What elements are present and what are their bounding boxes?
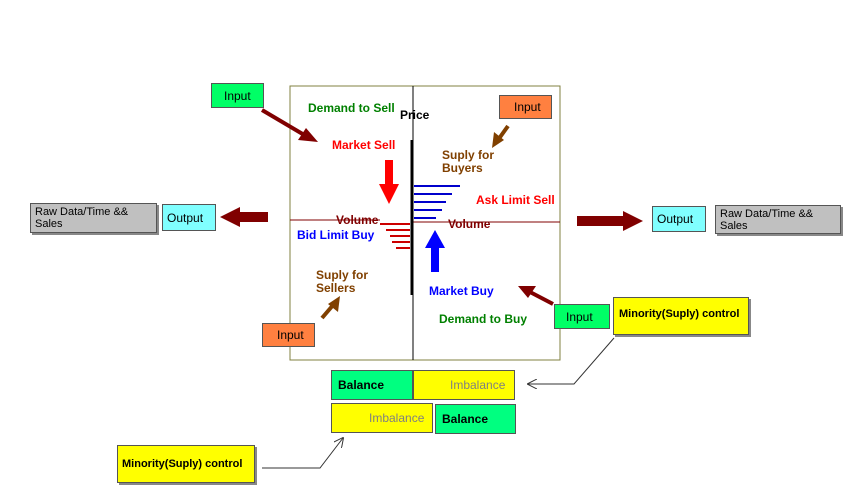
market-buy-arrow (425, 230, 445, 272)
suply-for-sellers-line1: Suply for (316, 268, 369, 282)
raw-data-label: Raw Data/Time && Sales (35, 206, 129, 230)
imbalance-label: Imbalance (450, 378, 506, 392)
balance-label: Balance (338, 378, 385, 392)
bid-limit-buy-label: Bid Limit Buy (297, 228, 375, 242)
ask-limit-sell-label: Ask Limit Sell (476, 193, 555, 207)
bid-limit-bars (380, 223, 410, 249)
minority-box-right: Minority(Suply) control (613, 297, 749, 335)
output-label: Output (167, 210, 204, 225)
volume-left-label: Volume (336, 213, 379, 227)
raw-data-label: Raw Data/Time && Sales (720, 207, 814, 232)
market-sell-label: Market Sell (332, 138, 396, 152)
balance-cell-row2: Balance (435, 404, 516, 434)
minority-label: Minority(Suply) control (122, 458, 243, 470)
demand-to-sell-label: Demand to Sell (308, 101, 395, 115)
output-arrow-right (577, 211, 643, 231)
price-label: Price (400, 108, 430, 122)
imbalance-cell-row1: Imbalance (413, 370, 515, 400)
ask-limit-bars (414, 185, 460, 219)
input-arrow-bottom-right (518, 286, 554, 306)
output-label: Output (657, 212, 694, 226)
input-arrow-top-left (260, 108, 318, 142)
input-label: Input (277, 328, 304, 342)
minority-connector-right (528, 337, 615, 384)
input-label: Input (566, 309, 593, 324)
minority-label: Minority(Suply) control (619, 308, 740, 320)
input-label: Input (514, 100, 541, 114)
input-arrow-top-right (492, 124, 510, 148)
output-box-left: Output (162, 204, 216, 231)
balance-cell-row1: Balance (331, 370, 413, 400)
minority-connector-bottom (262, 438, 343, 469)
output-box-right: Output (652, 206, 706, 232)
input-box-bottom-right: Input (554, 304, 610, 329)
input-box-top-left: Input (211, 83, 264, 108)
market-sell-arrow (379, 160, 399, 204)
input-arrow-bottom-left (320, 296, 340, 320)
raw-data-box-right: Raw Data/Time && Sales (715, 205, 841, 234)
imbalance-label: Imbalance (369, 411, 425, 425)
suply-for-buyers-line2: Buyers (442, 161, 483, 175)
balance-label: Balance (442, 412, 489, 426)
input-box-bottom-left: Input (262, 323, 315, 347)
imbalance-cell-row2: Imbalance (331, 403, 433, 433)
input-label: Input (224, 88, 251, 103)
minority-box-bottom-left: Minority(Suply) control (117, 445, 255, 483)
quadrant-frame (289, 85, 561, 361)
suply-for-buyers-line1: Suply for (442, 148, 495, 162)
input-box-top-right: Input (499, 95, 552, 119)
market-buy-label: Market Buy (429, 284, 494, 298)
raw-data-box-left: Raw Data/Time && Sales (30, 203, 157, 233)
suply-for-sellers-line2: Sellers (316, 281, 356, 295)
output-arrow-left (220, 207, 268, 227)
demand-to-buy-label: Demand to Buy (439, 312, 528, 326)
volume-right-label: Volume (448, 217, 491, 231)
